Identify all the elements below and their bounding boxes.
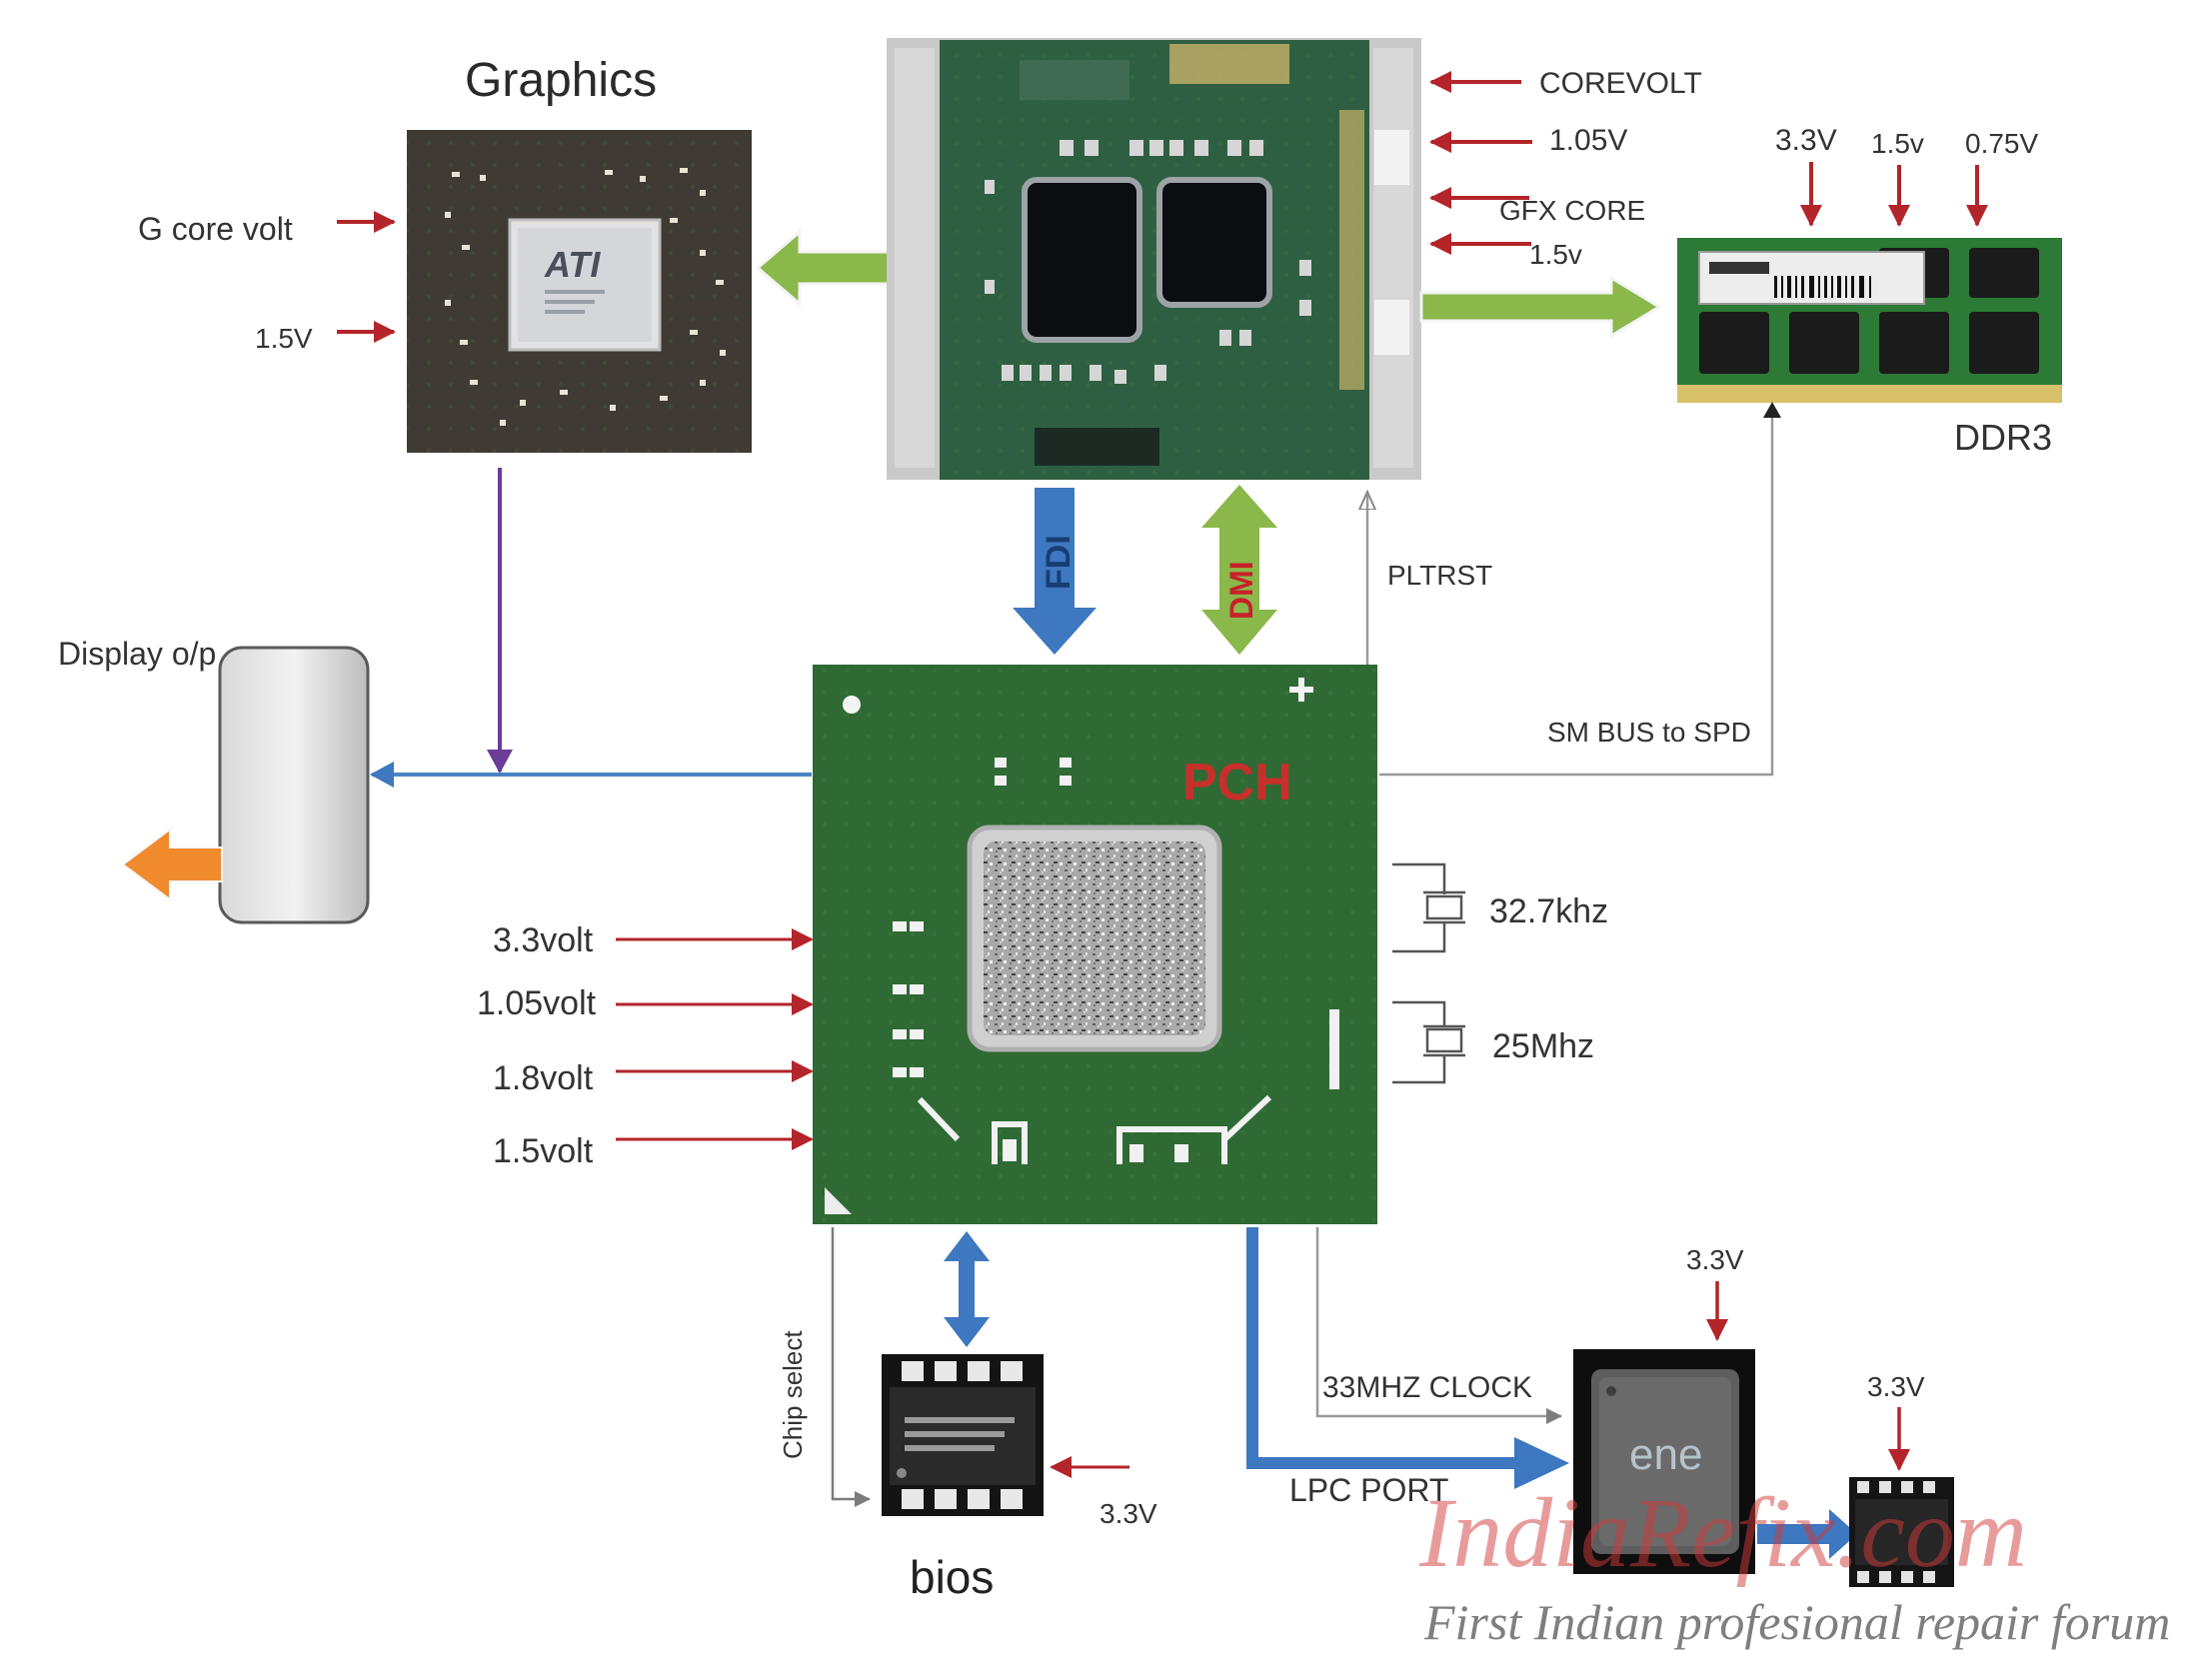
clock-line	[1315, 1227, 1562, 1424]
display-connector	[218, 646, 370, 924]
pch-1v8-label: 1.8volt	[493, 1059, 594, 1097]
pch-bios-link-arrow	[944, 1231, 990, 1347]
crystal-32khz-symbol	[1392, 862, 1465, 953]
corevolt-label: COREVOLT	[1539, 67, 1702, 100]
lpc-port-label: LPC PORT	[1289, 1472, 1448, 1508]
display-op-label: Display o/p	[58, 636, 216, 672]
display-output-arrow	[121, 828, 223, 901]
watermark-subtitle: First Indian profesional repair forum	[1423, 1594, 2170, 1650]
lpc-port-line	[1246, 1227, 1544, 1469]
ec-chip	[1573, 1349, 1755, 1574]
gfx-core-label: GFX CORE	[1499, 195, 1645, 226]
ddr3-title: DDR3	[1954, 417, 2052, 458]
cpu-chip	[887, 38, 1421, 480]
graphics-title: Graphics	[465, 54, 657, 107]
fdi-label: FDI	[1040, 535, 1078, 590]
ddr3-3v3-label: 3.3V	[1775, 124, 1837, 157]
cpu-1v5-label: 1.5v	[1529, 239, 1582, 270]
ddr3-module	[1677, 238, 2062, 403]
pch-3v3-label: 3.3volt	[493, 921, 594, 959]
crystal-32khz-label: 32.7khz	[1489, 892, 1608, 930]
chip-select-label: Chip select	[778, 1330, 808, 1459]
pch-1v05-label: 1.05volt	[477, 984, 597, 1022]
ddr3-0v75-label: 0.75V	[1965, 128, 2038, 159]
pch-chip	[813, 665, 1377, 1224]
v105-label: 1.05V	[1549, 124, 1627, 157]
crystal-25mhz-symbol	[1392, 1000, 1465, 1084]
ec-3v3-label: 3.3V	[1686, 1244, 1744, 1275]
pch-1v5-label: 1.5volt	[493, 1132, 594, 1170]
watermark-text: IndiaRefix.com	[1418, 1477, 2027, 1588]
cpu-ddr3-arrow	[1419, 275, 1662, 339]
pch-title: PCH	[1182, 754, 1292, 812]
smbus-label: SM BUS to SPD	[1547, 717, 1751, 748]
bios-title: bios	[910, 1551, 994, 1603]
crystal-25mhz-label: 25Mhz	[1492, 1027, 1594, 1065]
bios-chip	[882, 1354, 1044, 1516]
ati-logo-text: ATI	[544, 244, 601, 285]
bios-3v3-label: 3.3V	[1100, 1498, 1157, 1529]
smbus-arrowhead	[1763, 402, 1781, 418]
g-core-volt-label: G core volt	[138, 211, 293, 247]
clock-label: 33MHZ CLOCK	[1322, 1371, 1532, 1404]
dmi-arrow	[1201, 485, 1277, 655]
chip-select-line	[831, 1227, 871, 1507]
ddr3-1v5-label: 1.5v	[1871, 128, 1924, 159]
ec-logo: ene	[1629, 1430, 1702, 1479]
ec-flash-arrow	[1757, 1509, 1857, 1559]
dmi-label: DMI	[1223, 561, 1259, 620]
pltrst-label: PLTRST	[1387, 560, 1492, 591]
smbus-line	[1379, 410, 1774, 777]
flash-3v3-label: 3.3V	[1867, 1371, 1925, 1402]
lpc-port-arrowhead	[1514, 1437, 1569, 1489]
ec-flash-chip	[1849, 1477, 1954, 1587]
fdi-arrow	[1013, 488, 1097, 655]
g-1v5-label: 1.5V	[255, 323, 313, 354]
